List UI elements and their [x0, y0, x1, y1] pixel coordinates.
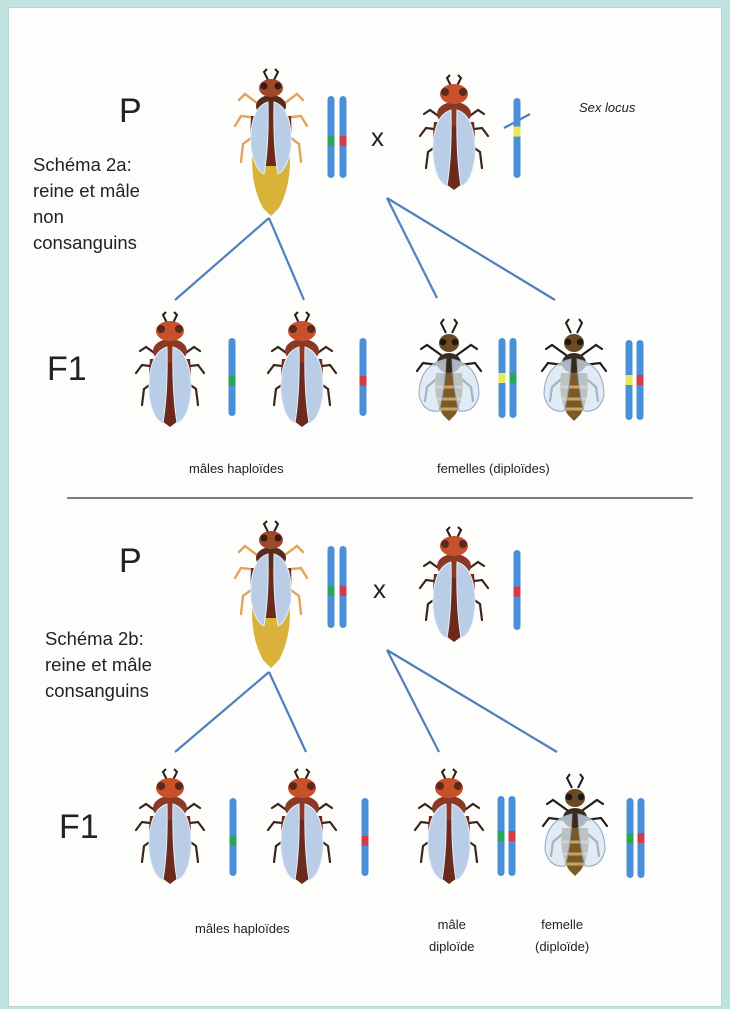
males-label: mâles haploïdes — [195, 918, 290, 940]
allele-band — [637, 375, 644, 385]
worker-bee-icon — [543, 774, 607, 876]
schema-2a-text: Schéma 2a: reine et mâle non consanguins — [33, 152, 203, 256]
drone-bee-icon — [268, 312, 336, 427]
allele-band — [230, 836, 237, 846]
schema-line: reine et mâle — [45, 652, 215, 678]
allele-band — [340, 136, 347, 146]
schema-line: Schéma 2b: — [45, 626, 215, 652]
cross-symbol: x — [371, 122, 384, 153]
schema-line: Schéma 2a: — [33, 152, 203, 178]
label-line: mâle — [429, 914, 475, 936]
drone-bee-icon — [420, 75, 488, 190]
generation-p-label: P — [119, 92, 142, 131]
worker-bee-icon — [417, 319, 481, 421]
connector-lines — [175, 650, 557, 752]
schema-line: consanguins — [45, 678, 215, 704]
allele-band — [509, 831, 516, 841]
allele-band — [626, 375, 633, 385]
drone-bee-icon — [268, 769, 336, 884]
generation-f1-label: F1 — [59, 808, 99, 847]
chromosome-group — [229, 96, 645, 878]
page-canvas: P Schéma 2a: reine et mâle non consangui… — [8, 7, 722, 1007]
label-line: femelle — [535, 914, 589, 936]
f1-bees — [136, 769, 607, 884]
drone-bee-icon — [136, 769, 204, 884]
sex-locus-label: Sex locus — [579, 100, 635, 115]
allele-band — [328, 136, 335, 146]
schema-2b-text: Schéma 2b: reine et mâle consanguins — [45, 626, 215, 704]
allele-band — [514, 587, 521, 597]
generation-f1-label: F1 — [47, 350, 87, 389]
connector-lines — [175, 114, 555, 300]
allele-band — [498, 831, 505, 841]
allele-band — [499, 373, 506, 383]
drone-bee-icon — [420, 527, 488, 642]
allele-band — [362, 836, 369, 846]
chromosome-icon — [514, 98, 521, 178]
f1-bees — [136, 312, 606, 427]
allele-band — [627, 833, 634, 843]
schema-line: consanguins — [33, 230, 203, 256]
allele-band — [638, 833, 645, 843]
drone-bee-icon — [136, 312, 204, 427]
schema-line: reine et mâle — [33, 178, 203, 204]
queen-bee-icon — [235, 521, 307, 668]
allele-band — [514, 127, 521, 137]
schema-line: non — [33, 204, 203, 230]
allele-band — [328, 586, 335, 596]
allele-band — [510, 373, 517, 383]
females-label: femelles (diploïdes) — [437, 458, 550, 480]
worker-bee-icon — [542, 319, 606, 421]
generation-p-label: P — [119, 542, 142, 581]
drone-bee-icon — [415, 769, 483, 884]
label-line: (diploïde) — [535, 936, 589, 958]
cross-symbol: x — [373, 574, 386, 605]
allele-band — [340, 586, 347, 596]
queen-bee-icon — [235, 69, 307, 216]
label-line: diploïde — [429, 936, 475, 958]
males-label: mâles haploïdes — [189, 458, 284, 480]
diploid-male-label: mâle diploïde — [429, 914, 475, 958]
allele-band — [360, 376, 367, 386]
female-label: femelle (diploïde) — [535, 914, 589, 958]
allele-band — [229, 376, 236, 386]
